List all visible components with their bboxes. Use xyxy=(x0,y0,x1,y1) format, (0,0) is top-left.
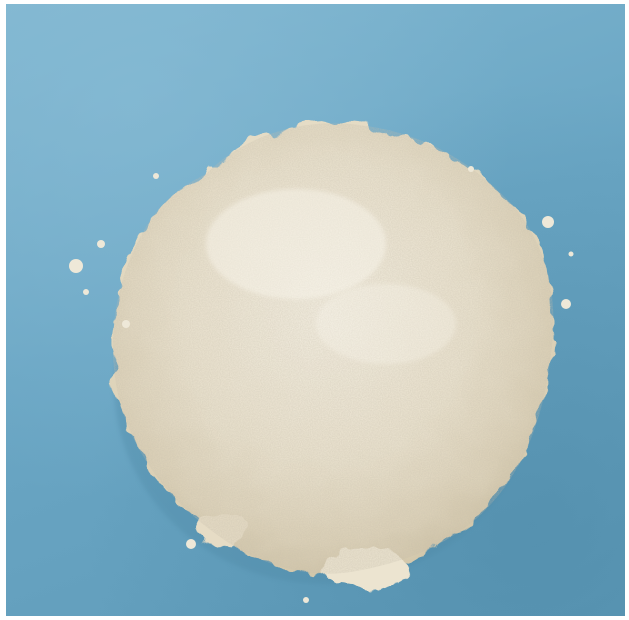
powder-pile-illustration xyxy=(69,123,574,603)
powder-specks xyxy=(69,166,574,603)
pile-highlight xyxy=(206,189,386,299)
powder-photo xyxy=(6,4,625,616)
pile-highlight-2 xyxy=(316,284,456,364)
